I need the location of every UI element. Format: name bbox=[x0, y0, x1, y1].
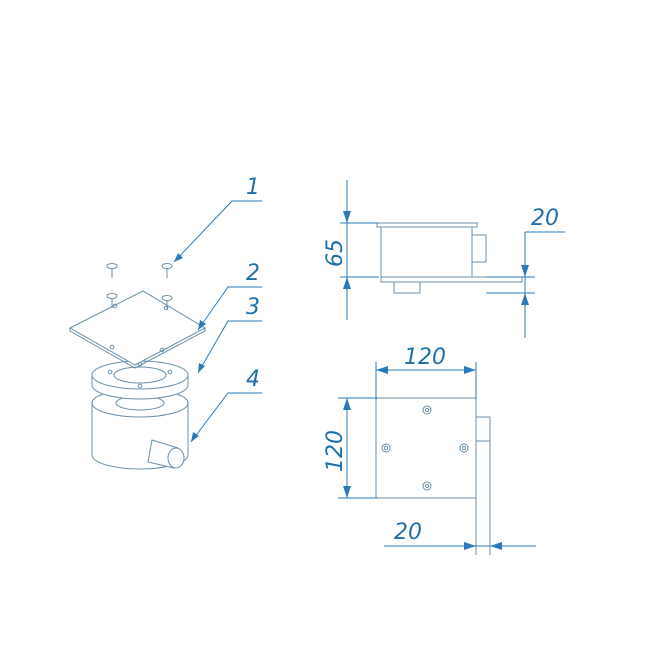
flange-dimension bbox=[486, 231, 565, 338]
screw bbox=[161, 295, 173, 310]
depth-dim-label: 120 bbox=[323, 430, 348, 472]
height-dim-label: 65 bbox=[323, 239, 348, 267]
callout-label-2: 2 bbox=[246, 261, 260, 286]
side-flange bbox=[380, 276, 523, 283]
drain-body bbox=[91, 388, 189, 470]
width-dim-label: 120 bbox=[404, 345, 446, 370]
cover-plate bbox=[68, 290, 207, 369]
flange-dim-label: 20 bbox=[531, 206, 559, 231]
outlet-dim-label: 20 bbox=[394, 520, 422, 545]
screw bbox=[161, 263, 173, 278]
side-lid bbox=[376, 222, 478, 228]
top-outlet bbox=[475, 416, 491, 442]
screw bbox=[106, 293, 118, 308]
callout-label-1: 1 bbox=[246, 175, 260, 200]
callout-leaders bbox=[173, 200, 262, 443]
side-spigot bbox=[393, 281, 421, 294]
side-outlet bbox=[471, 234, 487, 263]
screw-heads bbox=[381, 405, 469, 491]
depth-dimension bbox=[338, 397, 378, 499]
callout-label-3: 3 bbox=[246, 295, 260, 320]
height-dimension bbox=[340, 180, 379, 320]
screws bbox=[106, 263, 173, 310]
screw bbox=[106, 263, 118, 278]
side-body bbox=[380, 226, 473, 278]
side-view: 65 20 bbox=[323, 180, 565, 338]
width-dimension bbox=[375, 362, 477, 400]
gasket-ring bbox=[91, 360, 189, 400]
top-view: 120 120 20 bbox=[323, 345, 536, 555]
isometric-exploded-view: 1 2 3 4 bbox=[68, 175, 262, 470]
outlet-dimension bbox=[384, 542, 536, 550]
top-plate bbox=[375, 397, 477, 499]
callout-label-4: 4 bbox=[246, 367, 260, 392]
